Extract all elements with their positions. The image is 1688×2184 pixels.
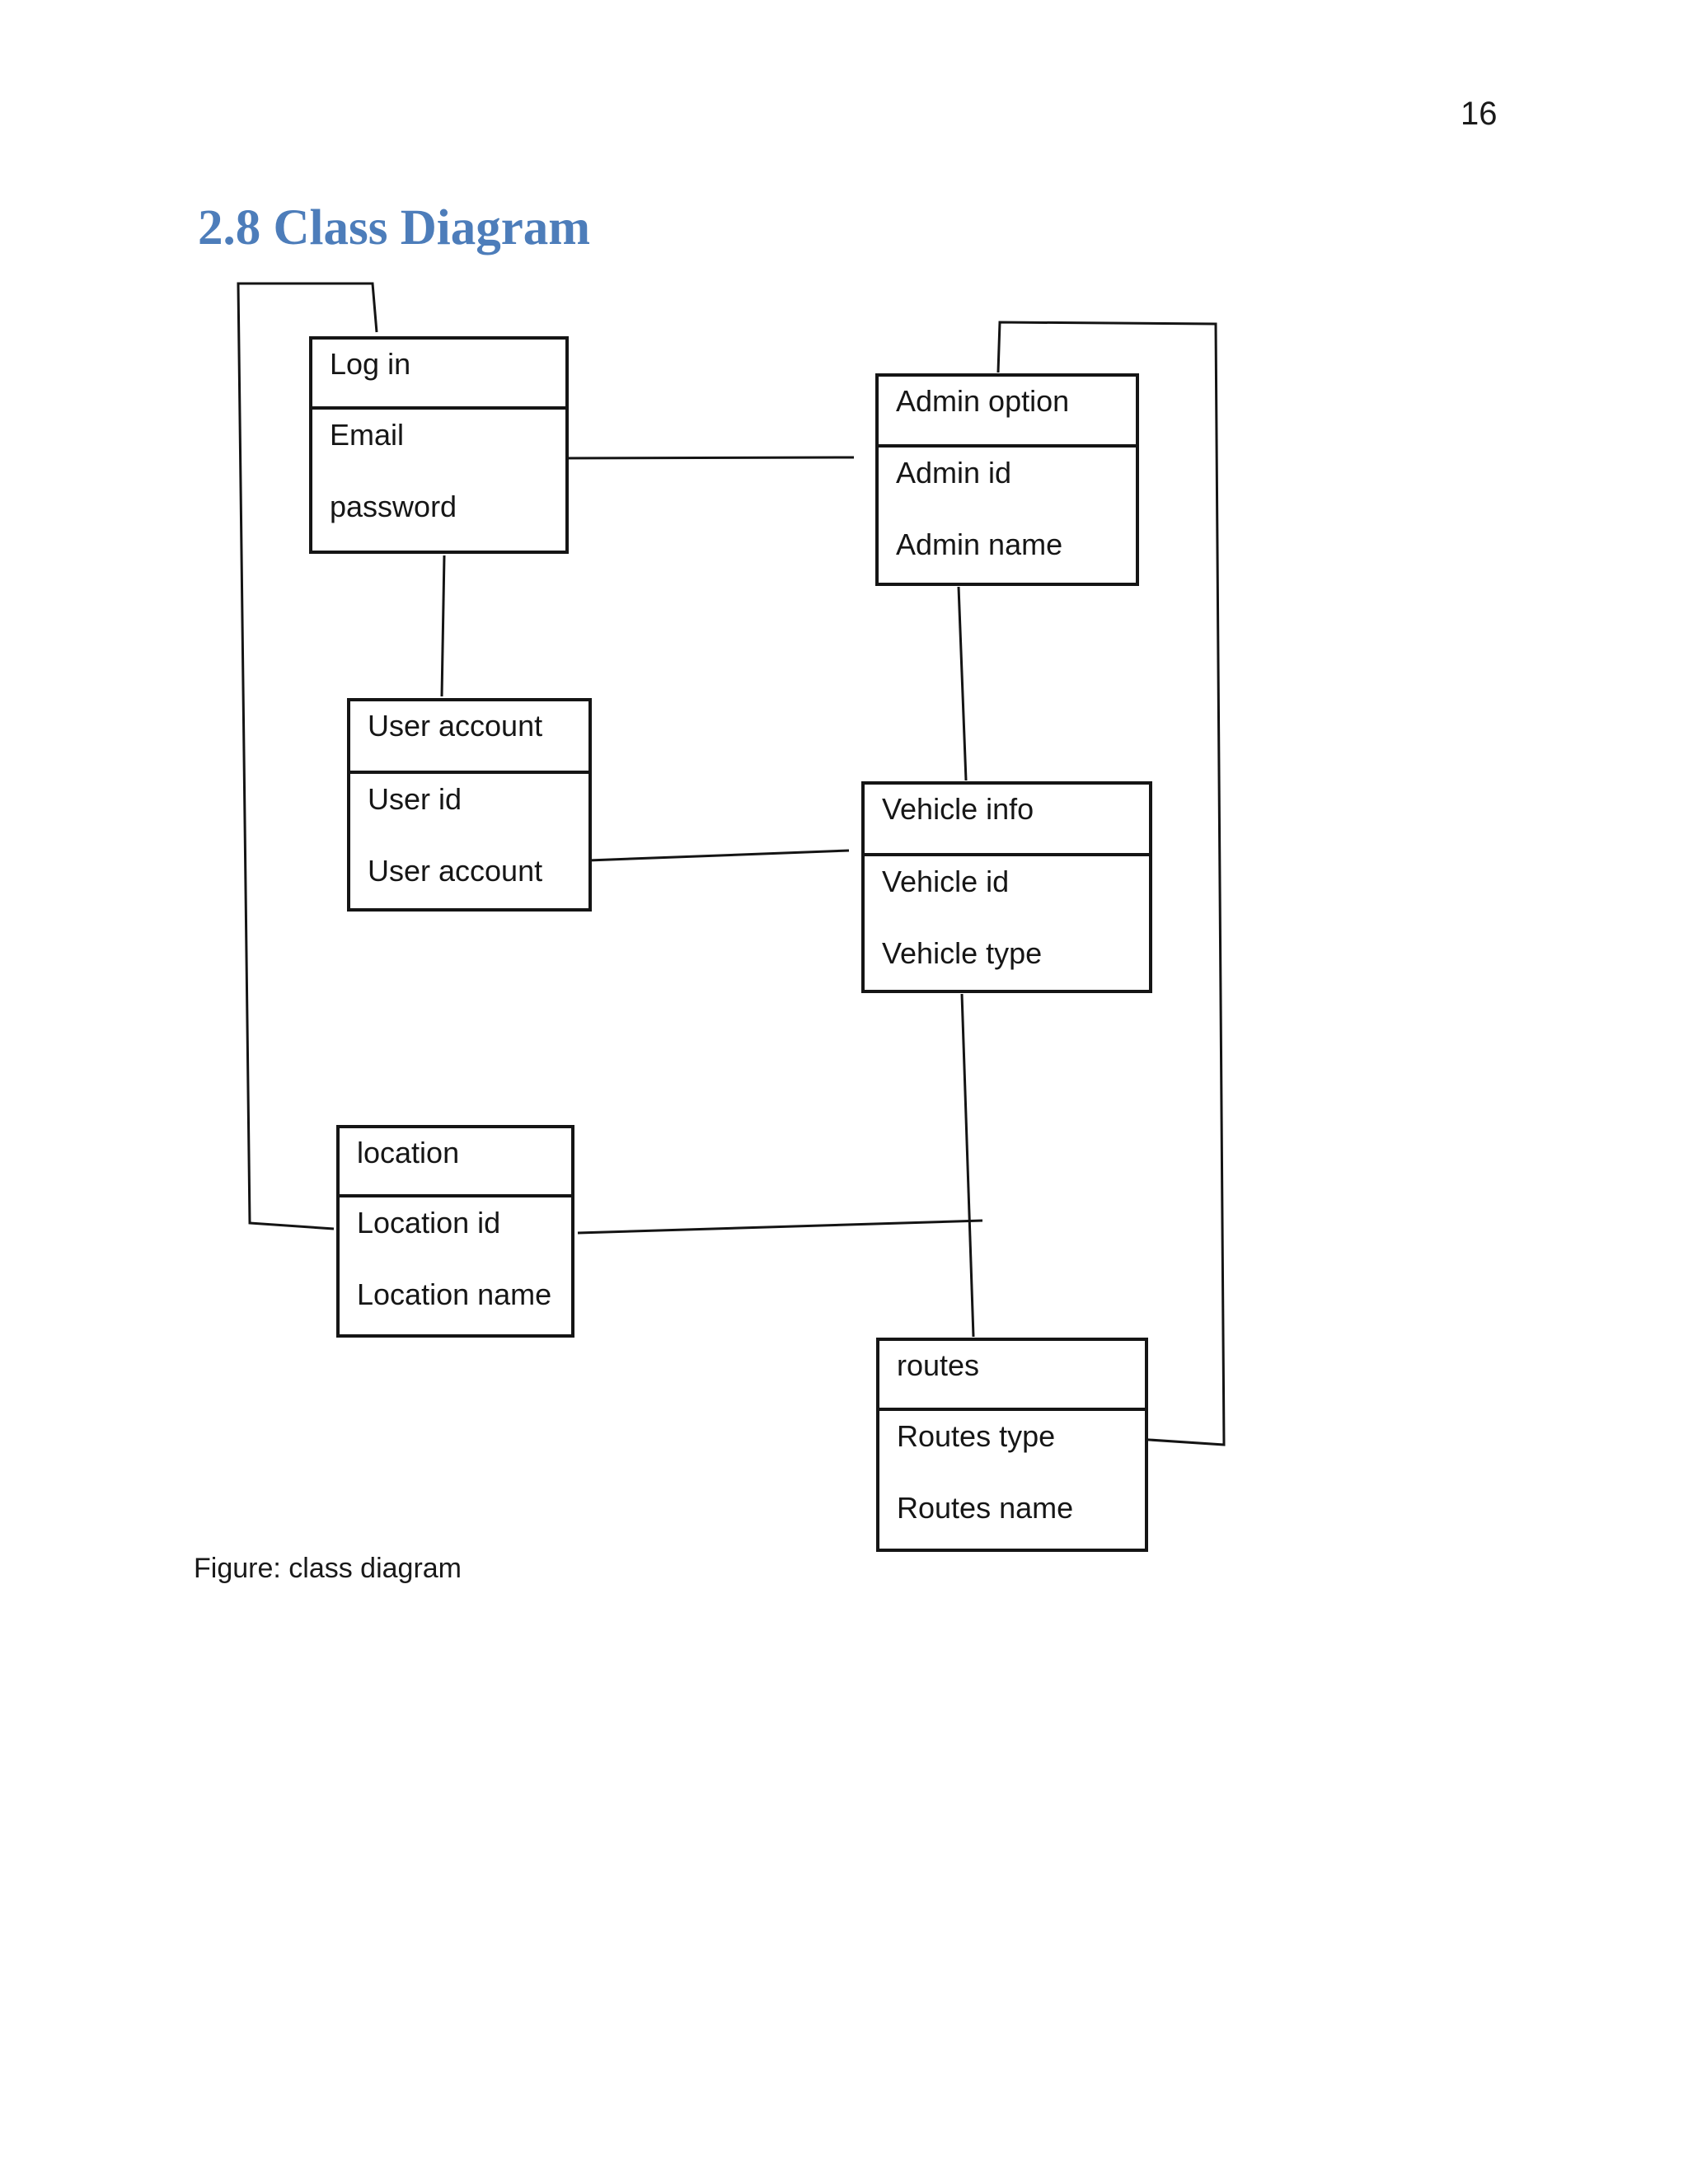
class-name: Vehicle info — [865, 785, 1149, 856]
class-name: Admin option — [879, 377, 1136, 448]
relation-login-user-line — [440, 555, 446, 697]
relation-user-vehicle-line — [588, 849, 850, 862]
class-attribute: Routes type — [897, 1419, 1056, 1453]
class-attribute: Email — [330, 418, 405, 452]
class-attribute: Vehicle type — [882, 936, 1043, 970]
class-attribute: Routes name — [897, 1491, 1074, 1525]
class-box-routes: routes Routes type Routes name — [876, 1338, 1148, 1552]
relation-location-routes-line — [577, 1219, 983, 1235]
figure-caption: Figure: class diagram — [194, 1553, 462, 1584]
class-box-login: Log in Email password — [309, 336, 569, 554]
section-heading: 2.8 Class Diagram — [198, 200, 591, 255]
class-attribute: Location id — [357, 1206, 501, 1240]
class-name: routes — [879, 1341, 1145, 1411]
class-attribute: password — [330, 490, 457, 523]
relation-login-admin-line — [553, 456, 855, 460]
class-attribute: User id — [368, 782, 462, 816]
relation-vehicle-routes-line — [960, 993, 975, 1338]
class-attribute: User account — [368, 854, 543, 888]
class-box-location: location Location id Location name — [336, 1125, 574, 1338]
class-attribute: Admin id — [896, 456, 1012, 490]
class-attribute: Location name — [357, 1277, 552, 1311]
class-name: User account — [350, 701, 588, 774]
class-name: Log in — [312, 340, 565, 410]
relation-admin-vehicle-line — [957, 586, 968, 781]
page-number: 16 — [1461, 96, 1498, 132]
class-box-vehicle-info: Vehicle info Vehicle id Vehicle type — [861, 781, 1152, 993]
class-name: location — [340, 1128, 571, 1197]
class-attribute: Vehicle id — [882, 865, 1010, 898]
class-box-user-account: User account User id User account — [347, 698, 592, 912]
class-attribute: Admin name — [896, 527, 1063, 561]
class-box-admin-option: Admin option Admin id Admin name — [875, 373, 1139, 586]
